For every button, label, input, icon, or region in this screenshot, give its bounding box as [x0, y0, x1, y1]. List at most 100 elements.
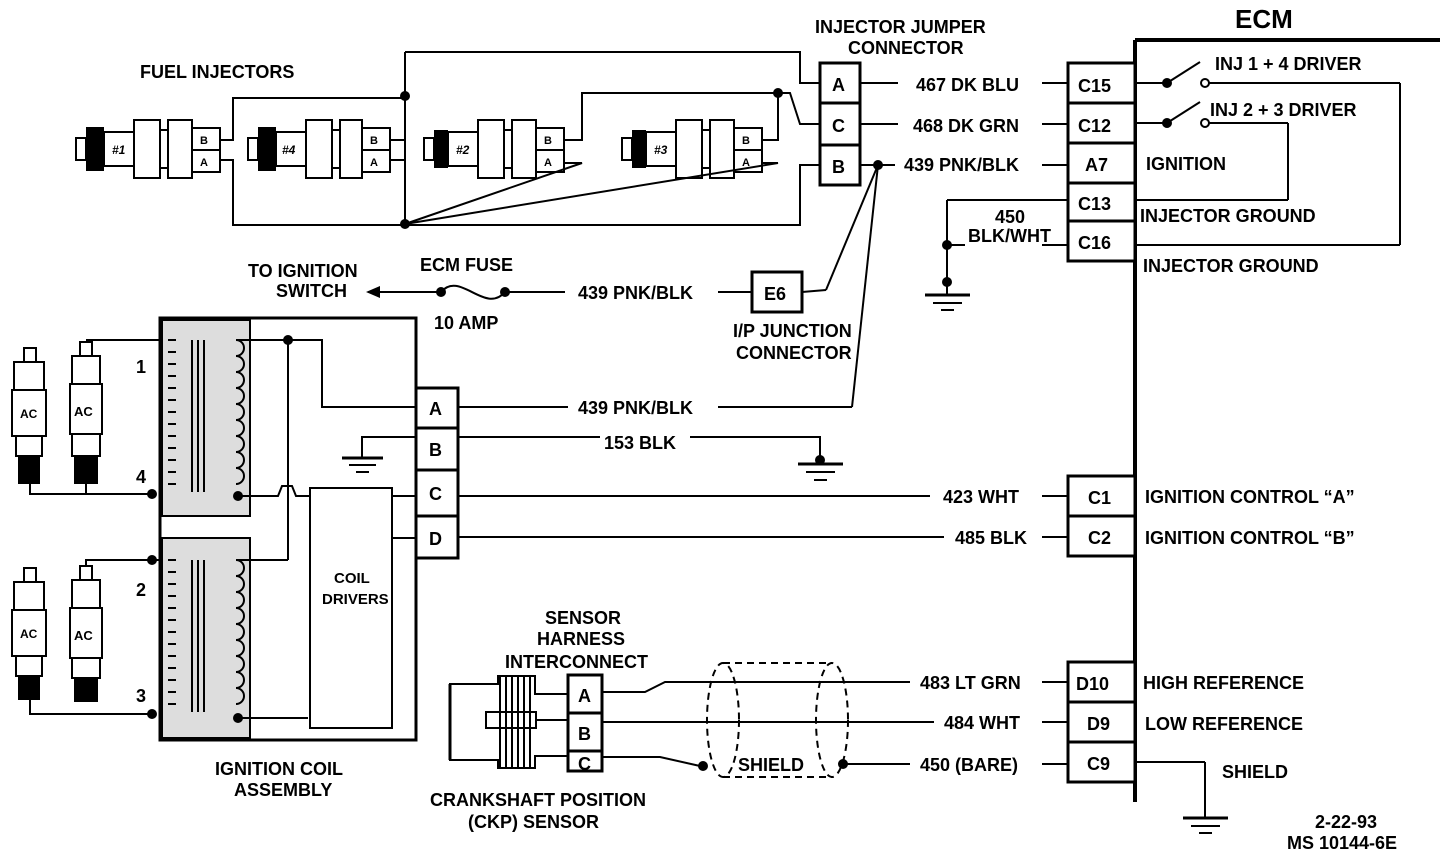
ecm-labels: INJ 1 + 4 DRIVER INJ 2 + 3 DRIVER IGNITI…	[1140, 54, 1362, 782]
injector-ground-label-2: INJECTOR GROUND	[1143, 256, 1319, 276]
fuse-icon	[440, 284, 506, 300]
injector-4: #4 B A	[247, 119, 391, 179]
injector-3-label: #3	[654, 143, 668, 157]
plug-brand-2: AC	[20, 407, 38, 421]
ckp-title-2: (CKP) SENSOR	[468, 812, 599, 832]
ignition-control-b-label: IGNITION CONTROL “B”	[1145, 528, 1355, 548]
injector-2-pin-b: B	[544, 135, 552, 147]
injector-3: #3 B A	[621, 119, 763, 179]
coil-ground	[342, 436, 416, 473]
spark-plug-icon: AC	[69, 341, 103, 484]
sensor-pin-a: A	[578, 686, 591, 706]
injector-2: #2 B A	[423, 119, 565, 179]
to-ignition-label-2: SWITCH	[276, 281, 347, 301]
ignition-coil-title-2: ASSEMBLY	[234, 780, 332, 800]
ckp-sensor: SENSOR HARNESS INTERCONNECT A B C CRANKS…	[430, 608, 648, 832]
injector-4-pin-b: B	[370, 135, 378, 147]
ignition-coil-title-1: IGNITION COIL	[215, 759, 343, 779]
ecm-pin-c12: C12	[1078, 116, 1111, 136]
sensor-pin-c: C	[578, 754, 591, 774]
jumper-title-2: CONNECTOR	[848, 38, 964, 58]
wire-450-bare-label: 450 (BARE)	[920, 755, 1018, 775]
injector-ground-label-1: INJECTOR GROUND	[1140, 206, 1316, 226]
wire-153-label: 153 BLK	[604, 433, 676, 453]
spark-plug-icon: AC	[11, 567, 47, 700]
ip-junction-pin-e6: E6	[764, 284, 786, 304]
injector-4-label: #4	[282, 143, 296, 157]
plug-brand-3: AC	[74, 628, 93, 643]
cylinder-4-label: 4	[136, 467, 146, 487]
ecm-connector-ignition: C1 C2	[1066, 474, 1137, 558]
sensor-harness-label-1: SENSOR	[545, 608, 621, 628]
plug-brand-4: AC	[20, 627, 38, 641]
coil-connector: A B C D	[414, 386, 460, 560]
ecm-pin-d9: D9	[1087, 714, 1110, 734]
diagram-code: MS 10144-6E	[1287, 833, 1397, 853]
wire-423-label: 423 WHT	[943, 487, 1019, 507]
jumper-pin-b: B	[832, 157, 845, 177]
ecm-pin-c16: C16	[1078, 233, 1111, 253]
injector-1-label: #1	[112, 143, 126, 157]
ecm-internal-circuit	[1135, 61, 1401, 834]
plug-brand-1: AC	[74, 404, 93, 419]
ecm-pin-c13: C13	[1078, 194, 1111, 214]
shield-label: SHIELD	[738, 755, 804, 775]
sensor-harness-label-2: HARNESS	[537, 629, 625, 649]
low-reference-label: LOW REFERENCE	[1145, 714, 1303, 734]
jumper-pin-a: A	[832, 75, 845, 95]
ignition-coil-assembly: COIL DRIVERS IGNITION COIL ASSEMBLY	[158, 316, 418, 800]
fuel-injectors-title: FUEL INJECTORS	[140, 62, 294, 82]
ckp-title-1: CRANKSHAFT POSITION	[430, 790, 646, 810]
ecm-title: ECM	[1235, 4, 1293, 34]
jumper-pin-c: C	[832, 116, 845, 136]
spark-plug-icon: AC	[69, 565, 103, 702]
ecm-pin-a7: A7	[1085, 155, 1108, 175]
ecm-pin-c1: C1	[1088, 488, 1111, 508]
ecm-pin-d10: D10	[1076, 674, 1109, 694]
inj23-driver-label: INJ 2 + 3 DRIVER	[1210, 100, 1357, 120]
to-ignition-label-1: TO IGNITION	[248, 261, 358, 281]
wire-468-label: 468 DK GRN	[913, 116, 1019, 136]
wire-484-label: 484 WHT	[944, 713, 1020, 733]
diagram-date: 2-22-93	[1315, 812, 1377, 832]
inj14-driver-label: INJ 1 + 4 DRIVER	[1215, 54, 1362, 74]
coil-lower	[168, 559, 245, 712]
coil-drivers-label-2: DRIVERS	[322, 591, 389, 608]
injector-3-pin-a: A	[742, 157, 750, 169]
wire-485-label: 485 BLK	[955, 528, 1027, 548]
coil-upper	[168, 339, 245, 492]
injector-1: #1 B A	[75, 119, 221, 179]
injector-3-pin-b: B	[742, 135, 750, 147]
ignition-label: IGNITION	[1146, 154, 1226, 174]
footer-reference: 2-22-93 MS 10144-6E	[1287, 812, 1397, 853]
sensor-ecm-wires: 483 LT GRN 484 WHT 450 (BARE) SHIELD	[602, 662, 1068, 778]
shield-icon	[706, 662, 849, 778]
ecm-fuse-label: ECM FUSE	[420, 255, 513, 275]
cylinder-1-label: 1	[136, 357, 146, 377]
sensor-harness-label-3: INTERCONNECT	[505, 652, 648, 672]
cylinder-2-label: 2	[136, 580, 146, 600]
ecm-fuse-circuit: TO IGNITION SWITCH ECM FUSE 10 AMP 439 P…	[248, 255, 852, 363]
injector-4-pin-a: A	[370, 157, 378, 169]
high-reference-label: HIGH REFERENCE	[1143, 673, 1304, 693]
coil-pin-d: D	[429, 529, 442, 549]
coil-pin-c: C	[429, 484, 442, 504]
fuse-rating-label: 10 AMP	[434, 313, 498, 333]
coil-ecm-wires: 439 PNK/BLK 153 BLK 423 WHT 485 BLK	[458, 398, 1068, 548]
jumper-ecm-wires: 467 DK BLU 468 DK GRN 439 PNK/BLK 450 BL…	[825, 75, 1068, 408]
injector-1-pin-a: A	[200, 157, 208, 169]
wire-439-coil-label: 439 PNK/BLK	[578, 398, 693, 418]
spark-plugs-lower: 2 3 AC AC	[11, 555, 160, 719]
ip-junction-label-2: CONNECTOR	[736, 343, 852, 363]
injector-2-label: #2	[456, 143, 470, 157]
ecm-pin-c2: C2	[1088, 528, 1111, 548]
wire-439-injector-label: 439 PNK/BLK	[904, 155, 1019, 175]
spark-plugs-upper: 1 4 AC AC	[11, 339, 160, 499]
cylinder-3-label: 3	[136, 686, 146, 706]
arrow-left-icon	[366, 286, 380, 298]
ecm-connector-upper: C15 C12 A7 C13 C16	[1066, 61, 1137, 263]
wire-450-color: BLK/WHT	[968, 226, 1051, 246]
fuel-injectors: FUEL INJECTORS #1 B A	[75, 51, 820, 229]
ip-junction-label-1: I/P JUNCTION	[733, 321, 852, 341]
